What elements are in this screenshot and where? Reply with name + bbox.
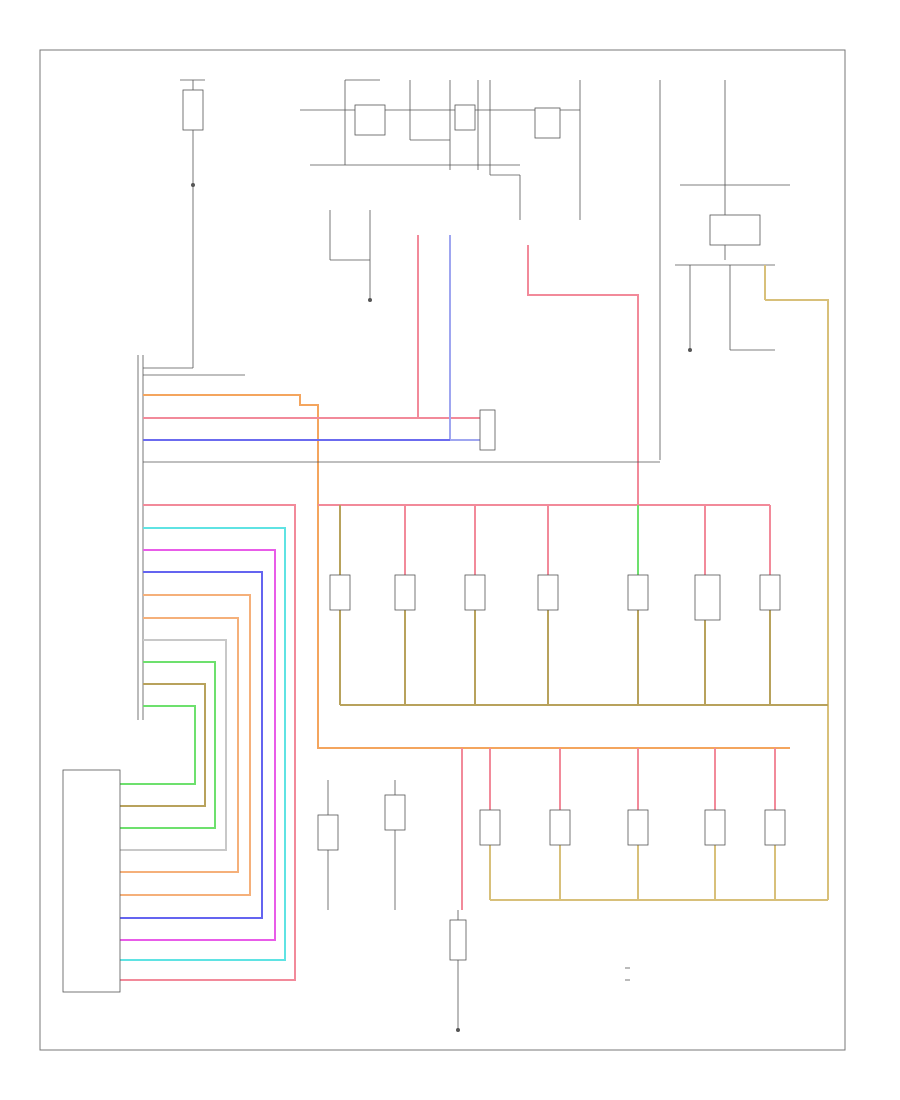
feed-wires: [417, 235, 829, 900]
diagram-frame: [39, 49, 846, 1051]
top-power-section: [180, 79, 790, 460]
combination-switch: [62, 769, 121, 993]
upper-switch-row: [318, 504, 828, 706]
legend: [625, 967, 630, 981]
bcm-connector: [137, 355, 790, 749]
switch-bundle: [62, 504, 296, 993]
lower-switch-row: [317, 748, 828, 1032]
